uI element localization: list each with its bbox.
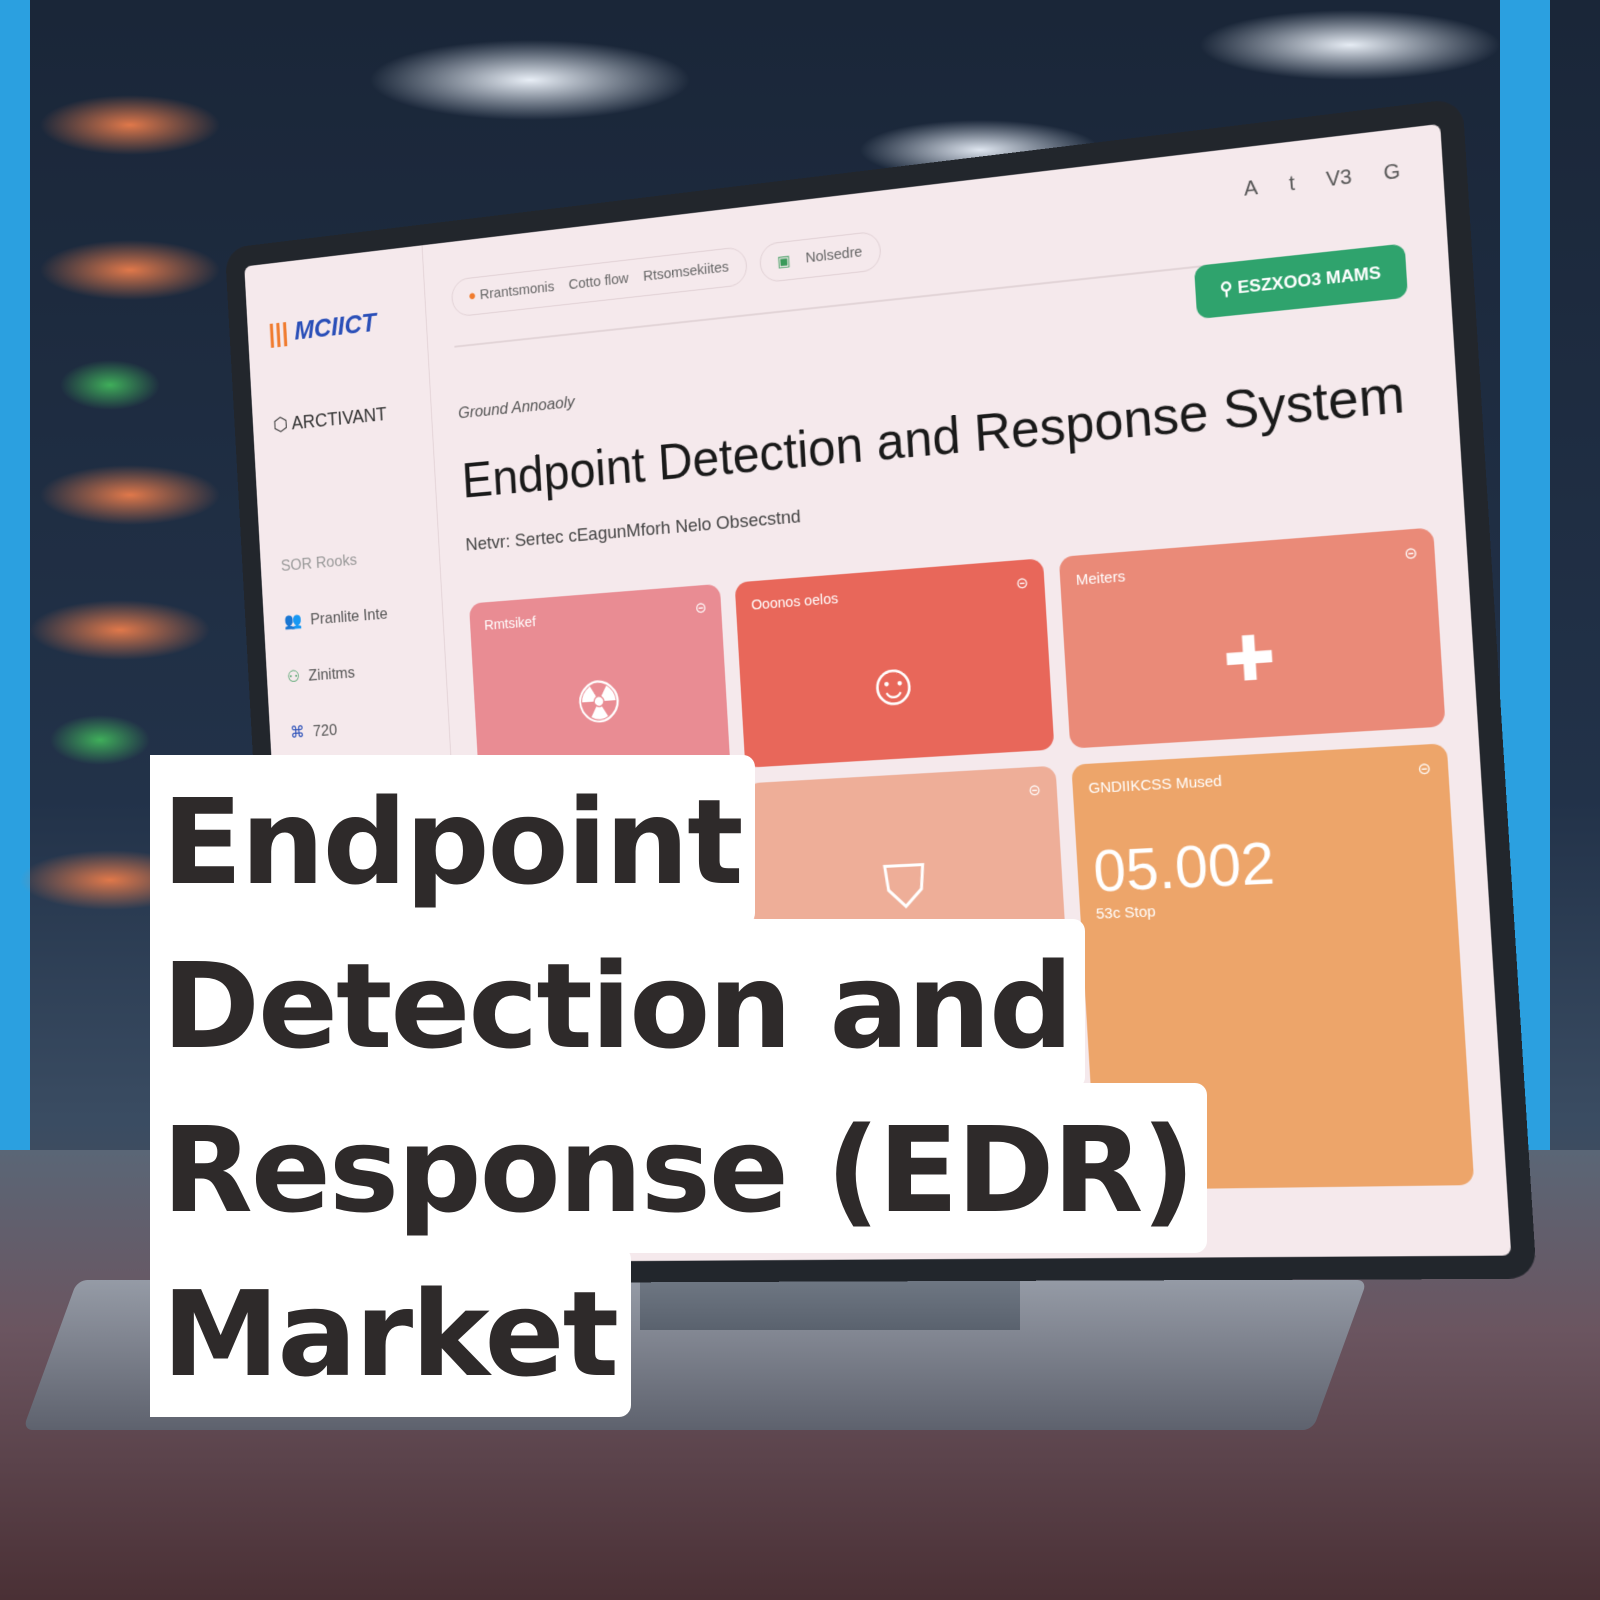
toggle-icon[interactable]: ⊝	[1403, 544, 1419, 564]
toggle-icon[interactable]: ⊝	[1416, 759, 1432, 779]
card-label: Ooonos oelos	[750, 590, 839, 614]
sidebar-item[interactable]: 👥 Pranlite Inte	[284, 602, 422, 631]
card[interactable]: Rmtsikef ⊝ ☢	[468, 583, 731, 784]
toggle-icon[interactable]: ⊝	[694, 599, 708, 617]
version-icon[interactable]: V3	[1325, 165, 1353, 192]
headline-line: Market	[150, 1247, 631, 1417]
sidebar-item-label: Pranlite Inte	[309, 604, 389, 629]
headline-line: Response (EDR)	[150, 1083, 1208, 1253]
tab[interactable]: ▣ Nolsedre	[758, 230, 882, 284]
tab[interactable]: Rtsomsekiites	[642, 258, 730, 285]
users-icon: 👥	[283, 611, 303, 631]
headline-line: Endpoint	[150, 755, 756, 925]
page-title: Endpoint Detection and Response System	[460, 364, 1407, 510]
section-label: SOR Rooks	[280, 550, 358, 575]
logo-text: MCIICT	[293, 307, 378, 346]
card-label: Rmtsikef	[483, 613, 537, 634]
tab-group: ● Rrantsmonis Cotto flow Rtsomsekiites	[450, 245, 748, 318]
puzzle-icon: ✚	[1221, 622, 1278, 696]
card[interactable]: Meiters ⊝ ✚	[1058, 527, 1446, 749]
card-label: Meiters	[1075, 568, 1126, 590]
account-name: ARCTIVANT	[291, 403, 388, 435]
tab[interactable]: Cotto flow	[568, 270, 630, 294]
logo: ||| MCIICT	[267, 307, 378, 349]
sidebar-item[interactable]: ⌘ 720	[290, 715, 428, 743]
sidebar-item-label: 720	[312, 720, 338, 741]
app-icon: ▣	[776, 252, 791, 271]
sidebar-item-label: Zinitms	[307, 663, 356, 685]
tab-label: Rrantsmonis	[479, 278, 555, 304]
user-icon: ⚇	[286, 667, 301, 686]
toggle-icon[interactable]: ⊝	[1015, 574, 1029, 593]
tab-label: Nolsedre	[804, 243, 863, 267]
cta-label: ESZXOO3 MAMS	[1237, 262, 1382, 298]
headline-overlay: Endpoint Detection and Response (EDR) Ma…	[150, 755, 1208, 1417]
notification-icon[interactable]: t	[1288, 172, 1296, 196]
settings-icon[interactable]: G	[1382, 160, 1401, 185]
dot-icon: ●	[467, 287, 477, 305]
robot-icon: ☺	[861, 648, 925, 719]
sidebar-item[interactable]: ⚇ Zinitms	[287, 658, 425, 687]
card[interactable]: Ooonos oelos ⊝ ☺	[734, 558, 1055, 768]
cta-button[interactable]: ⚲ ESZXOO3 MAMS	[1193, 243, 1408, 320]
network-icon: ⌘	[289, 722, 306, 742]
profile-icon[interactable]: A	[1243, 176, 1259, 201]
bug-icon: ☢	[573, 668, 626, 737]
tab[interactable]: ● Rrantsmonis	[468, 278, 555, 305]
account[interactable]: ⬡ ARCTIVANT	[272, 403, 388, 436]
search-icon: ⚲	[1219, 278, 1234, 300]
headline-line: Detection and	[150, 919, 1086, 1089]
